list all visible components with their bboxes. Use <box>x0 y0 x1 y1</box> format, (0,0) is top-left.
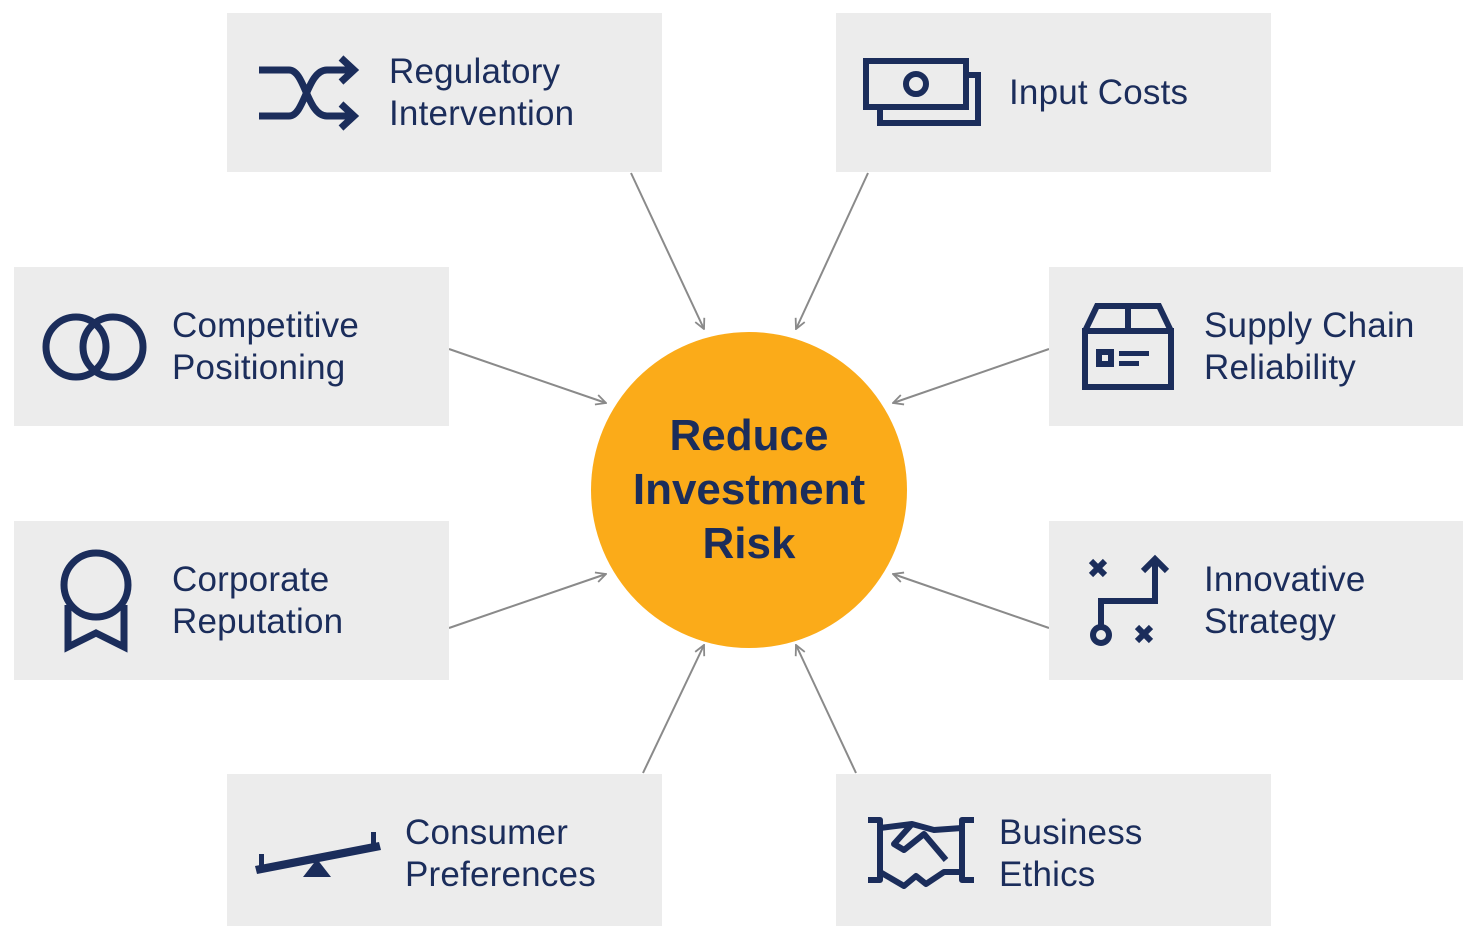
factor-label: Business Ethics <box>999 812 1143 896</box>
arrow-innovative <box>893 574 1050 629</box>
strategy-play-icon <box>1088 554 1170 646</box>
factor-label: Input Costs <box>1009 72 1188 114</box>
shipping-box-icon <box>1082 303 1174 390</box>
factor-label-line: Corporate <box>172 560 330 599</box>
arrow-business-ethics <box>796 645 857 774</box>
central-goal-circle: Reduce Investment Risk <box>591 332 907 648</box>
shuffle-icon <box>259 55 360 131</box>
factor-box-corporate-reputation: Corporate Reputation <box>14 521 449 680</box>
linked-rings-icon <box>42 313 147 381</box>
arrow-supply-chain <box>893 348 1050 403</box>
seesaw-icon <box>255 832 381 877</box>
factor-box-supply-chain-reliability: Supply Chain Reliability <box>1049 267 1463 426</box>
factor-box-business-ethics: Business Ethics <box>836 774 1271 926</box>
factor-label-line: Consumer <box>405 813 569 852</box>
arrow-consumer <box>642 645 704 774</box>
factor-label-line: Regulatory <box>389 52 561 91</box>
factor-label-line: Competitive <box>172 306 359 345</box>
central-goal-title: Reduce Investment Risk <box>633 409 865 571</box>
factor-box-consumer-preferences: Consumer Preferences <box>227 774 662 926</box>
factor-label: Supply Chain Reliability <box>1204 305 1415 389</box>
handshake-icon <box>868 817 974 889</box>
arrow-regulatory <box>630 172 704 329</box>
factor-label-line: Ethics <box>999 855 1096 894</box>
arrow-competitive <box>448 348 606 403</box>
factor-label-line: Reliability <box>1204 348 1356 387</box>
award-ribbon-icon <box>60 549 132 653</box>
factor-label-line: Positioning <box>172 348 346 387</box>
central-goal-line: Reduce <box>669 411 829 460</box>
factor-label: Consumer Preferences <box>405 812 596 896</box>
banknote-icon <box>863 58 981 126</box>
factor-label-line: Business <box>999 813 1143 852</box>
factor-label-line: Strategy <box>1204 602 1336 641</box>
factor-label-line: Preferences <box>405 855 596 894</box>
factor-box-competitive-positioning: Competitive Positioning <box>14 267 449 426</box>
factor-box-regulatory-intervention: Regulatory Intervention <box>227 13 662 172</box>
arrow-input-costs <box>796 172 869 329</box>
factor-label: Regulatory Intervention <box>389 51 574 135</box>
factor-label: Competitive Positioning <box>172 305 359 389</box>
factor-label-line: Innovative <box>1204 560 1366 599</box>
central-goal-line: Risk <box>702 519 796 568</box>
central-goal-line: Investment <box>632 465 866 514</box>
arrow-corporate <box>448 574 606 629</box>
factor-label-line: Input Costs <box>1009 73 1189 112</box>
factor-label: Innovative Strategy <box>1204 559 1366 643</box>
factor-label-line: Intervention <box>389 94 575 133</box>
factor-box-innovative-strategy: Innovative Strategy <box>1049 521 1463 680</box>
factor-label: Corporate Reputation <box>172 559 343 643</box>
factor-label-line: Reputation <box>172 602 344 641</box>
factor-label-line: Supply Chain <box>1204 306 1415 345</box>
factor-box-input-costs: Input Costs <box>836 13 1271 172</box>
